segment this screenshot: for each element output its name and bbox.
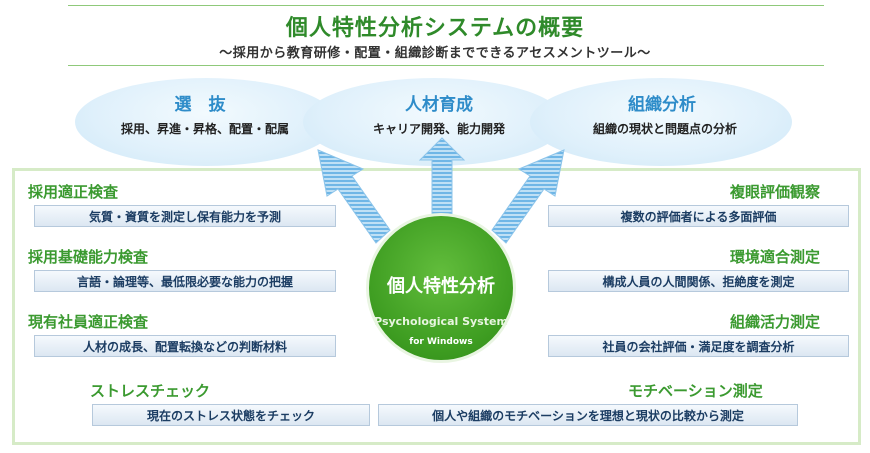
arrow-up-left <box>317 149 391 244</box>
tool-title-multi-rater: 複眼評価観察 <box>730 183 821 201</box>
tool-desc-environment-fit: 構成人員の人間関係、拒絶度を測定 <box>548 270 849 292</box>
purpose-desc-development: キャリア開発、能力開発 <box>372 122 505 136</box>
purpose-ellipse-selection <box>75 78 337 166</box>
tool-title-environment-fit: 環境適合測定 <box>730 248 821 266</box>
purpose-desc-organization: 組織の現状と問題点の分析 <box>592 122 737 136</box>
tool-desc-employee-aptitude: 人材の成長、配置転換などの判断材料 <box>34 335 336 357</box>
purpose-title-development: 人材育成 <box>405 95 473 115</box>
header-bottom-line <box>68 65 824 66</box>
center-subtitle: Psychological System <box>374 315 508 328</box>
tool-desc-recruit-aptitude: 気質・資質を測定し保有能力を予測 <box>34 205 336 227</box>
tool-title-organization-vitality: 組織活力測定 <box>730 313 821 331</box>
purpose-ellipse-organization <box>530 78 792 166</box>
tool-title-recruit-basic-ability: 採用基礎能力検査 <box>28 248 149 266</box>
header-top-line <box>68 5 824 6</box>
tool-desc-recruit-basic-ability: 言語・論理等、最低限必要な能力の把握 <box>34 270 336 292</box>
tool-title-employee-aptitude: 現有社員適正検査 <box>28 313 149 331</box>
tool-desc-organization-vitality: 社員の会社評価・満足度を調査分析 <box>548 335 849 357</box>
page-subtitle: ～採用から教育研修・配置・組織診断までできるアセスメントツール～ <box>219 46 651 61</box>
tool-title-stress-check: ストレスチェック <box>90 382 211 400</box>
tool-desc-motivation: 個人や組織のモチベーションを理想と現状の比較から測定 <box>378 404 798 426</box>
tool-title-recruit-aptitude: 採用適正検査 <box>28 183 119 201</box>
page-title: 個人特性分析システムの概要 <box>285 16 585 41</box>
purpose-title-organization: 組織分析 <box>628 95 696 115</box>
center-circle: 個人特性分析 Psychological System for Windows <box>366 213 516 363</box>
tool-desc-multi-rater: 複数の評価者による多面評価 <box>548 205 849 227</box>
arrow-up-right <box>491 149 565 244</box>
tool-desc-stress-check: 現在のストレス状態をチェック <box>92 404 370 426</box>
arrow-up <box>418 137 466 221</box>
center-subtitle-platform: for Windows <box>409 337 473 347</box>
center-title: 個人特性分析 <box>387 276 495 297</box>
purpose-desc-selection: 採用、昇進・昇格、配置・配属 <box>120 122 289 136</box>
tool-title-motivation: モチベーション測定 <box>628 382 763 400</box>
purpose-title-selection: 選 抜 <box>174 95 226 115</box>
